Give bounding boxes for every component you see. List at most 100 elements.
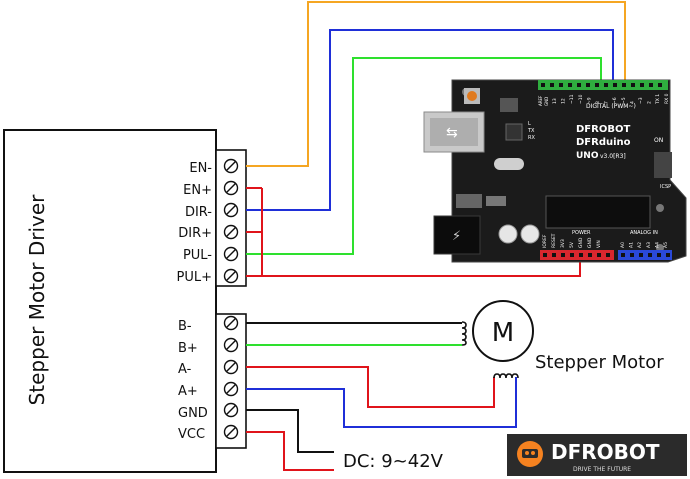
header-pin: [577, 83, 581, 87]
component: [456, 194, 482, 208]
mount-hole: [656, 204, 664, 212]
pin-label: 4: [629, 101, 635, 104]
pin-label: 5V: [569, 241, 575, 248]
pin-label-a-minus: A-: [178, 362, 192, 377]
component: [486, 196, 506, 206]
header-pin: [622, 83, 626, 87]
pin-label: A5: [663, 242, 669, 248]
pin-label: GND: [587, 237, 593, 248]
header-pin: [640, 83, 644, 87]
pin-label-gnd: GND: [178, 406, 208, 421]
header-pins: [541, 83, 670, 257]
wire-a-minus: [246, 366, 495, 408]
screw-slot: [226, 227, 236, 237]
pin-label: 8: [595, 101, 601, 104]
aref-label: AREF: [538, 95, 543, 106]
pin-label: VIN: [596, 240, 602, 248]
power-terminal-block: [215, 313, 247, 449]
pin-label-en-minus: EN-: [189, 161, 212, 176]
wire-en-minus: [246, 1, 626, 167]
digital-header: [538, 80, 668, 90]
pin-label: 12: [561, 98, 567, 104]
header-pin: [604, 83, 608, 87]
logo-robot-eye: [531, 451, 535, 455]
header-pin: [568, 83, 572, 87]
usb-chip: [505, 123, 523, 141]
wire-gnd: [246, 409, 334, 453]
small-header: [500, 98, 518, 112]
header-pin: [588, 253, 592, 257]
microcontroller-chip: [545, 195, 651, 229]
tx-label: TX: [527, 128, 535, 134]
header-pin: [613, 83, 617, 87]
pin-label: ~3: [638, 97, 644, 104]
header-pin: [648, 253, 652, 257]
header-pin: [595, 83, 599, 87]
capacitor: [520, 224, 540, 244]
header-pin: [658, 83, 662, 87]
header-pin: [561, 253, 565, 257]
motor-label: Stepper Motor: [535, 352, 664, 373]
header-pin: [550, 83, 554, 87]
screw-slot: [226, 384, 236, 394]
screw-slot: [226, 161, 236, 171]
driver-outline: [3, 129, 217, 473]
arduino-board: ⇆ ⚡ DFROBOT DFRduino UNO v3.0[R3] DIGITA…: [423, 79, 687, 263]
dfrobot-logo: DFROBOT DRIVE THE FUTURE: [507, 434, 687, 476]
screw-slot: [226, 362, 236, 372]
screw-slot: [226, 249, 236, 259]
wire-pul-minus: [246, 57, 602, 255]
screw-slot: [226, 318, 236, 328]
icsp-label: ICSP: [660, 184, 671, 190]
screw-slot: [226, 271, 236, 281]
coil-b: [461, 321, 467, 346]
pin-label-dir-minus: DIR-: [185, 205, 212, 220]
pin-label: GND: [578, 237, 584, 248]
pin-label: TX 1: [655, 94, 661, 105]
pin-label: A4: [654, 242, 660, 248]
pin-label: A0: [620, 242, 626, 248]
wire-dir-minus: [246, 29, 614, 211]
board-model: UNO: [576, 151, 599, 161]
coil-a: [493, 373, 519, 379]
logo-robot-eye: [525, 451, 529, 455]
pin-label: A2: [637, 242, 643, 248]
logo-robot-face: [522, 449, 538, 458]
pin-label: 13: [552, 98, 558, 104]
pin-label: ~10: [578, 94, 584, 104]
pin-label: 7: [604, 101, 610, 104]
driver-title: Stepper Motor Driver: [25, 194, 49, 406]
pin-label: RESET: [551, 233, 557, 248]
crystal: [494, 158, 524, 170]
motor-circle: [472, 300, 534, 362]
l-label: L: [528, 121, 531, 127]
pin-label: 2: [647, 101, 653, 104]
motor-wires: [246, 322, 517, 471]
dc-jack: [433, 215, 481, 255]
pin-label-a-plus: A+: [178, 384, 198, 399]
pin-label: A1: [629, 242, 635, 248]
header-pin: [657, 253, 661, 257]
header-pin: [606, 253, 610, 257]
header-pin: [639, 253, 643, 257]
power-supply-label: DC: 9~42V: [343, 451, 444, 472]
pin-label: ~11: [569, 94, 575, 104]
pin-label-en-plus: EN+: [183, 183, 212, 198]
logo-brand: DFROBOT: [551, 440, 660, 464]
header-pin: [543, 253, 547, 257]
motor-symbol: M: [492, 318, 514, 348]
control-wires: [246, 1, 626, 277]
screw-slot: [226, 183, 236, 193]
dc-jack-icon: ⚡: [452, 229, 461, 244]
header-pin: [630, 253, 634, 257]
header-pin: [666, 253, 670, 257]
pin-label: ~5: [621, 97, 627, 104]
reset-button-cap: [467, 91, 477, 101]
screw-slot: [226, 427, 236, 437]
wire-vcc: [246, 431, 334, 471]
board-version: v3.0[R3]: [600, 153, 626, 160]
header-pin: [552, 253, 556, 257]
on-label: ON: [654, 137, 663, 144]
